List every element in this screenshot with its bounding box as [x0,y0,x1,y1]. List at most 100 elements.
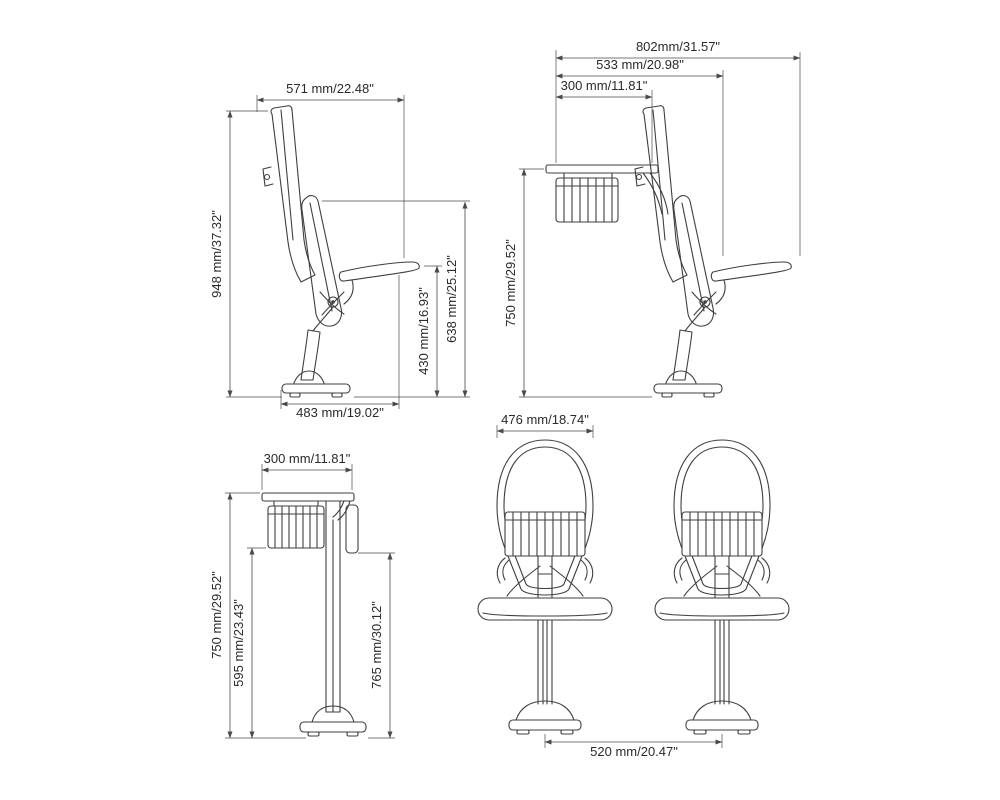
base-plate [508,719,582,731]
book-basket-hangers [273,500,319,507]
base-plate [281,383,351,394]
foot-pad-right [737,729,751,735]
folded-panel [345,504,359,554]
side-hook-left [673,557,687,584]
mechanism-brace-right [549,565,584,597]
armrest-support [343,279,354,305]
seat-edge [654,597,790,621]
rear-bracket-pin [635,173,643,181]
pedestal-column [672,329,693,381]
book-basket-bars [274,505,318,549]
base-plate [299,721,367,733]
armrest-support [715,279,726,305]
chair-side-geometry [262,105,420,398]
dim-label-spacing: 520 mm/20.47" [590,744,678,759]
foot-pad-left [516,729,530,735]
dim-label-mid-depth: 533 mm/20.98" [596,57,684,72]
dim-label-seat-folded-height: 638 mm/25.12" [444,255,459,343]
view-chair-with-desk-side: 802mm/31.57" 533 mm/20.98" 300 mm/11.81"… [503,39,801,398]
base-dome [665,370,697,384]
desk-support-arm-b [642,172,663,215]
desk-geometry [261,492,367,737]
dim-label-top-depth: 300 mm/11.81" [264,451,351,466]
dim-label-front-height: 750 mm/29.52" [209,571,224,659]
dim-label-top-width: 571 mm/22.48" [286,81,374,96]
base-plate [653,383,723,394]
foot-pad-right [346,731,359,737]
dim-label-desk-depth: 300 mm/11.81" [561,78,648,93]
dim-label-basket-height: 595 mm/23.43" [231,599,246,687]
backrest-inner-line [280,109,294,241]
backrest-inner-line [652,109,666,241]
armrest [710,261,792,282]
side-hook-right [580,557,594,584]
desk-geometry [545,164,669,223]
view-chairs-front: 476 mm/18.74" 520 mm/20.47" [477,412,790,759]
mechanism-brace-right [726,565,761,597]
view-desk-side: 300 mm/11.81" 750 mm/29.52" 595 mm/23.43… [209,451,395,739]
foot-pad-right [703,392,715,398]
chair-front-left [477,439,613,735]
desk-bracket-a [332,500,345,518]
view-chair-side-folded: 571 mm/22.48" 948 mm/37.32" 430 mm/16.93… [209,81,470,420]
mechanism-column [537,555,553,599]
dim-label-rear-height: 765 mm/30.12" [369,601,384,689]
backrest-outline [270,105,316,283]
rear-bracket-pin [263,173,271,181]
dim-label-desk-height: 750 mm/29.52" [503,239,518,327]
pedestal-column [714,619,730,705]
foot-pad-left [693,729,707,735]
armrest [338,261,420,282]
book-basket-bars [689,511,755,557]
base-dome [692,700,752,721]
dim-label-overall-height: 948 mm/37.32" [209,210,224,298]
pedestal-column [300,329,321,381]
pivot-brace-b [693,291,717,316]
side-hook-left [496,557,510,584]
dim-label-base-depth: 483 mm/19.02" [296,405,384,420]
desk-top [545,164,659,174]
book-basket [555,177,619,223]
chair-with-desk-dimensions: 802mm/31.57" 533 mm/20.98" 300 mm/11.81"… [503,39,801,398]
chair-front-right [654,439,790,735]
mechanism-column [714,555,730,599]
base-plate [685,719,759,731]
base-dome [515,700,575,721]
book-basket-bars [512,511,578,557]
chair-side-geometry [634,105,792,398]
folded-seat-inner-line [309,202,333,312]
foot-pad-left [661,392,673,398]
book-basket-hangers [563,172,613,179]
seat-edge-inner-line [482,612,608,617]
foot-pad-left [307,731,320,737]
pivot-brace-b [321,291,345,316]
seat-edge-inner-line [659,612,785,617]
foot-pad-left [289,392,301,398]
desk-support-arm-a [649,172,669,215]
mechanism-brace-left [506,565,541,597]
base-dome [293,370,325,384]
desk-top [261,492,355,502]
foot-pad-right [560,729,574,735]
chair-side-dimensions: 571 mm/22.48" 948 mm/37.32" 430 mm/16.93… [209,81,470,420]
dim-label-chair-width: 476 mm/18.74" [501,412,589,427]
folded-seat-inner-line [681,202,705,312]
pedestal-column [537,619,553,705]
folded-seat-pad [301,195,343,327]
dim-label-armrest-height: 430 mm/16.93" [416,287,431,375]
seat-edge [477,597,613,621]
dim-label-overall-depth: 802mm/31.57" [636,39,720,54]
chairs-front-dimensions: 476 mm/18.74" 520 mm/20.47" [496,412,723,759]
mechanism-brace-left [683,565,718,597]
side-hook-right [757,557,771,584]
folded-seat-pad [673,195,715,327]
seat-link [312,306,334,332]
desk-side-dimensions: 300 mm/11.81" 750 mm/29.52" 595 mm/23.43… [209,451,395,739]
backrest-outline [642,105,688,283]
seat-link [684,306,706,332]
book-basket-bars [563,177,613,223]
base-dome [311,705,355,723]
desk-bracket-b [337,500,351,521]
